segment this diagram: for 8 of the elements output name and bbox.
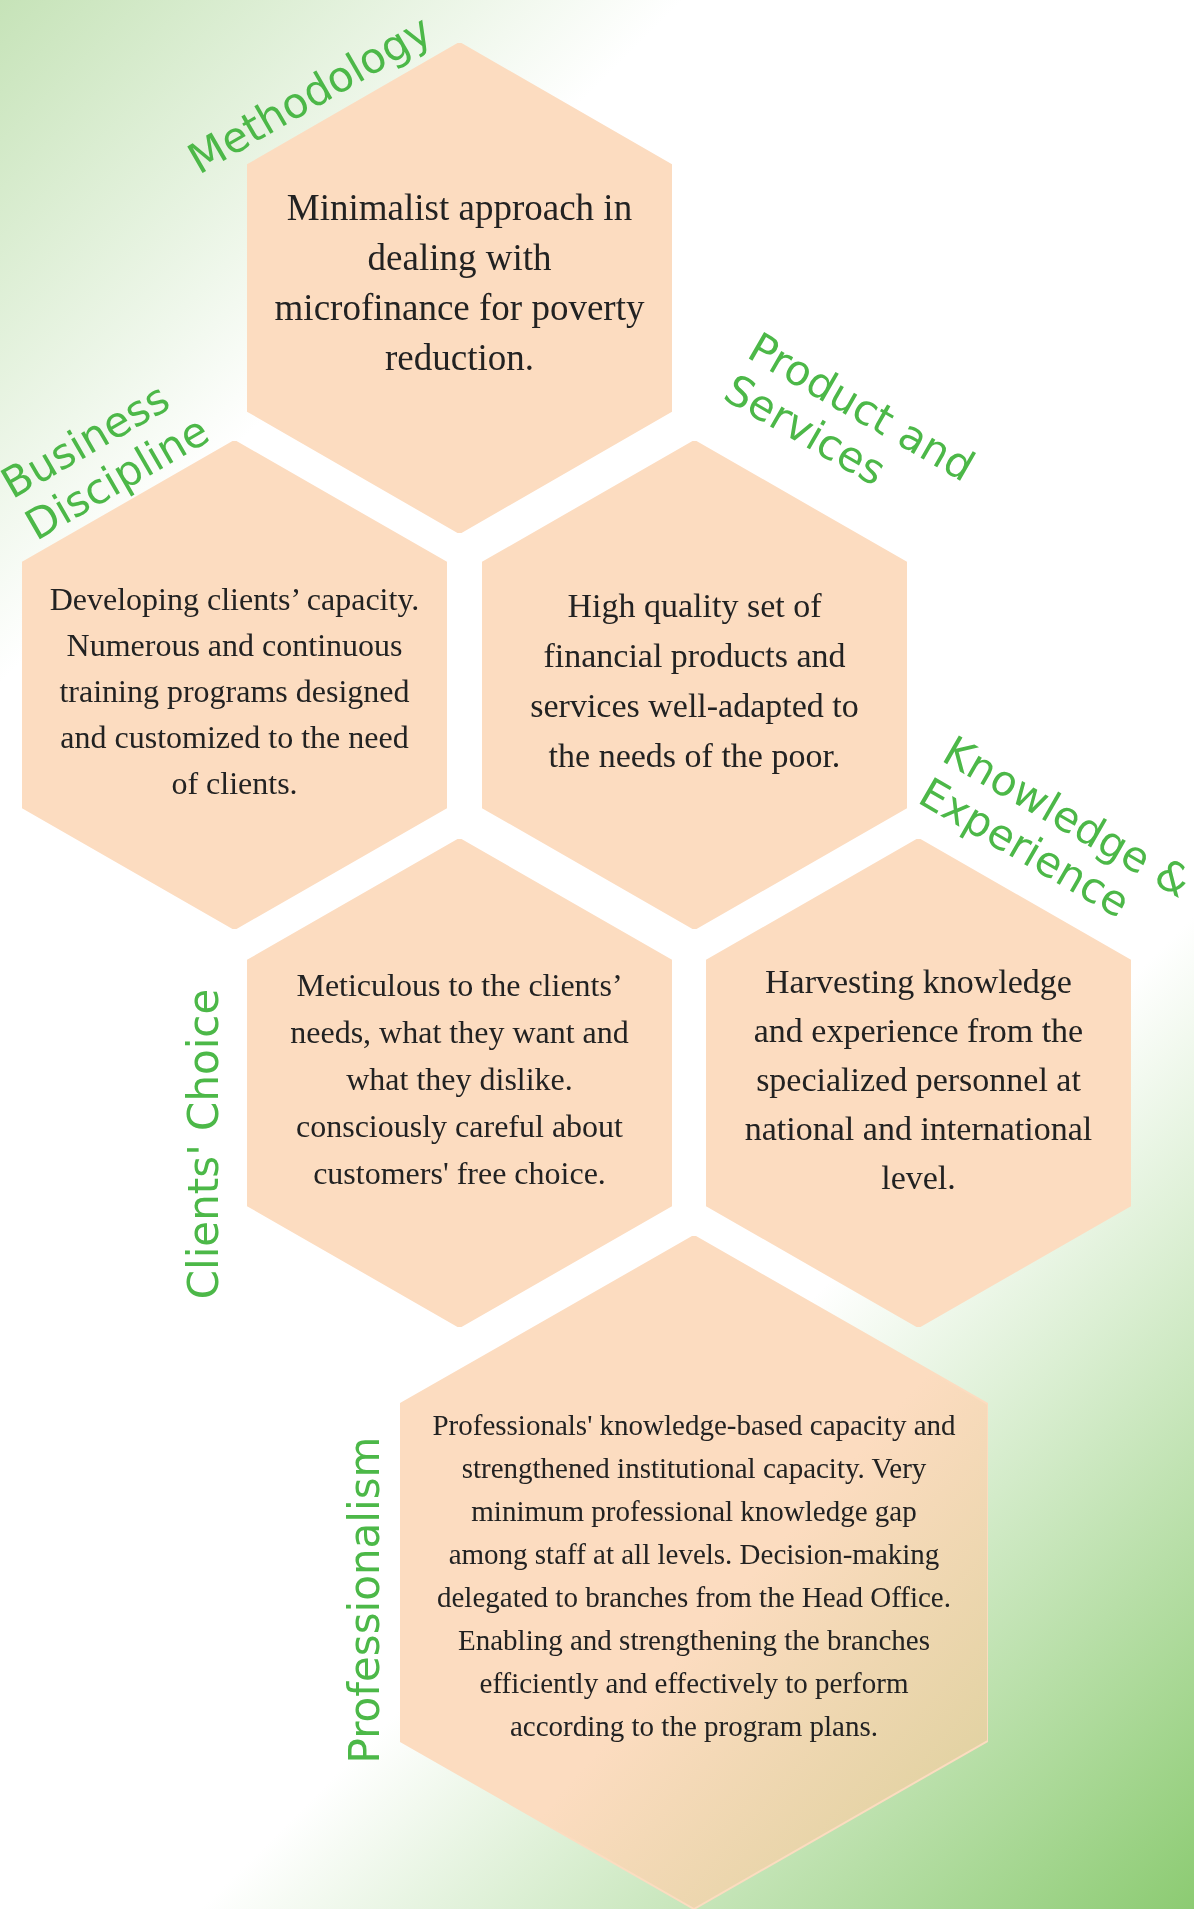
tile-description: Minimalist approach in dealing with microfinance for poverty reduction. <box>274 186 645 380</box>
tile-description: Meticulous to the clients’ needs, what they want and what they dislike. consciously careful about customers' free choice. <box>289 965 630 1193</box>
tile-description: Professionals' knowledge-based capacity and strengthened institutional capacity. Very minimum professional knowledge gap among staff at all levels. Decision-making delegated to branches from the Head Office. Enabling and strengthening the branches efficiently and effectively to perform according to the program plans. <box>431 1408 957 1744</box>
tile-description: High quality set of financial products and services well-adapted to the needs of the poor. <box>529 586 860 776</box>
tile-description: Harvesting knowledge and experience from the specialized personnel at national and international level. <box>743 961 1094 1198</box>
tile-heading: Clients' Choice <box>179 987 229 1302</box>
tile-heading: Professionalism <box>340 1435 390 1766</box>
tile-description: Developing clients’ capacity. Numerous and continuous training programs designed and customized to the need of clients. <box>49 580 420 803</box>
